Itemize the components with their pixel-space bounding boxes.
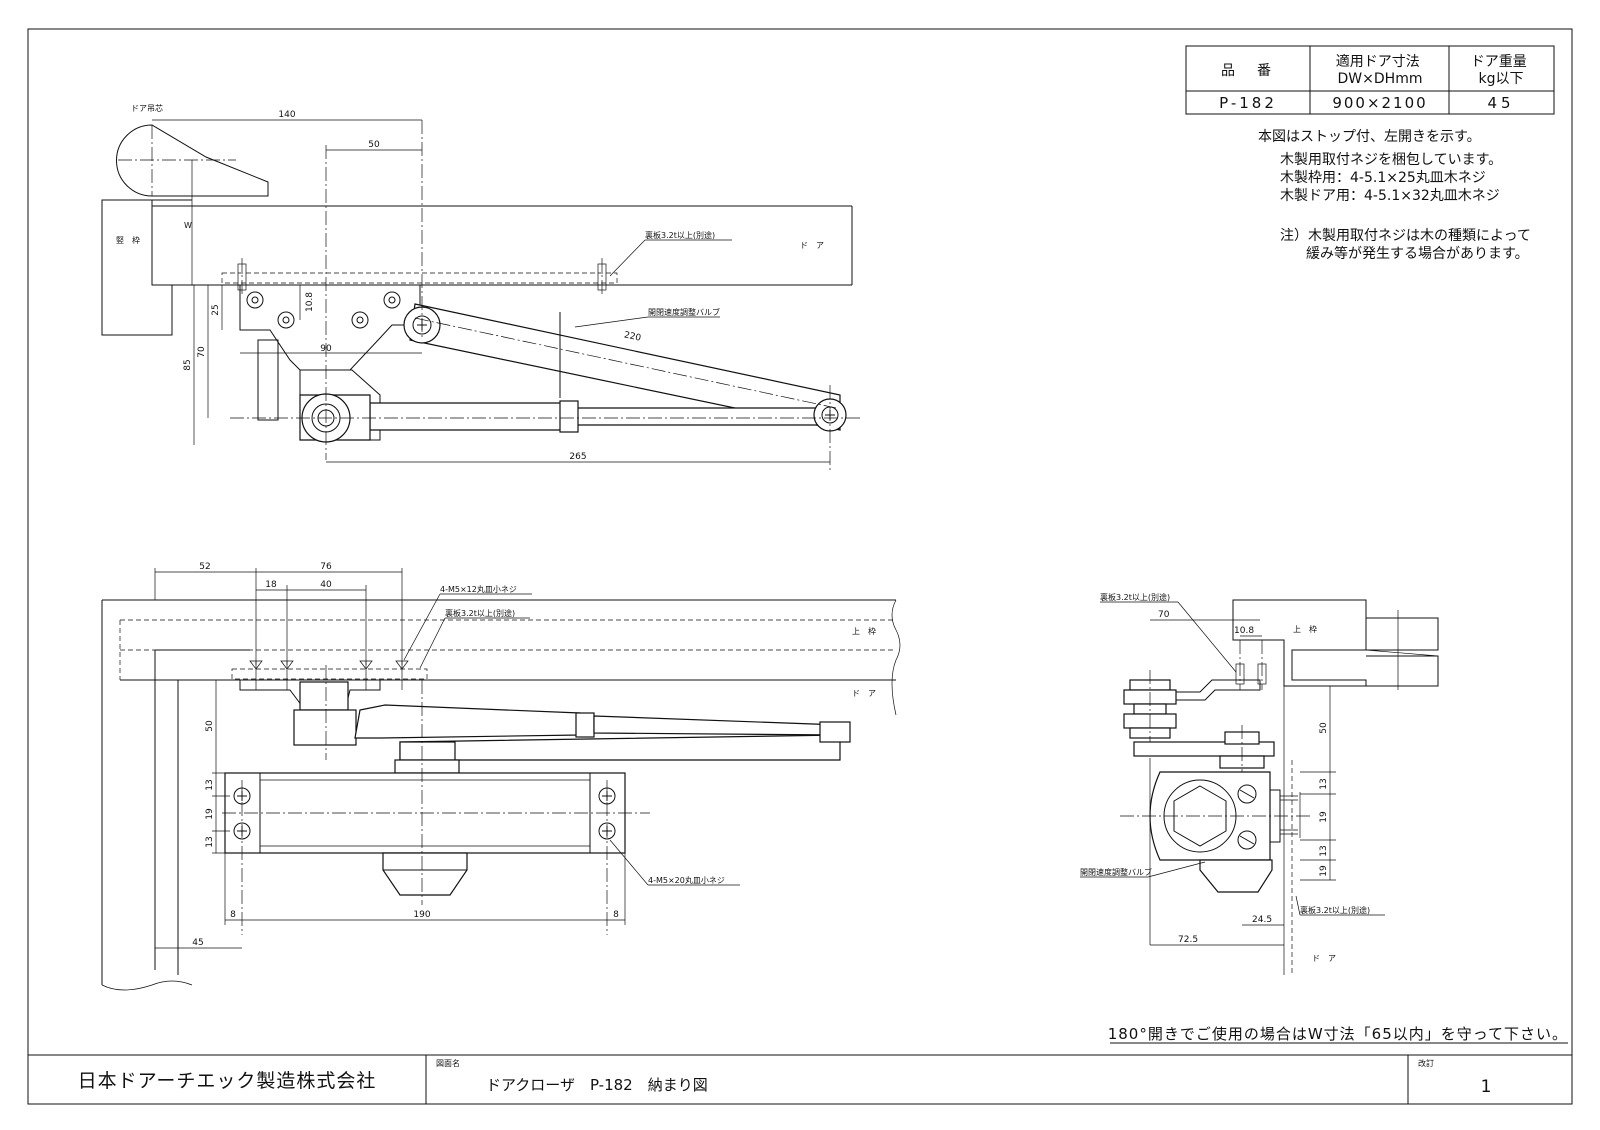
dim-10-8-side: 10.8: [1234, 626, 1254, 636]
spec-header-door-size-line1: 適用ドア寸法: [1336, 53, 1420, 70]
label-screw-m5x12: 4-M5×12丸皿小ネジ: [440, 584, 517, 594]
label-door-front: ド ア: [852, 689, 876, 698]
dim-25: 25: [211, 304, 221, 315]
label-door-top: ド ア: [800, 241, 824, 250]
note-line-3: 木製枠用：4-5.1×25丸皿木ネジ: [1280, 170, 1486, 186]
revision-label: 改訂: [1418, 1058, 1434, 1068]
label-w: W: [184, 221, 192, 230]
note-line-6: 緩み等が発生する場合があります。: [1306, 245, 1529, 262]
side-view: 70 10.8 上 枠 50 13 19 13 19 24.5 72.5 裏板3…: [1080, 592, 1439, 975]
company-name: 日本ドアーチエック製造株式会社: [78, 1070, 377, 1092]
drawing-border: [27, 28, 1573, 1105]
dim-45: 45: [192, 938, 203, 948]
note-line-1: 本図はストップ付、左開きを示す。: [1258, 129, 1481, 145]
spec-cell-door-weight: 45: [1487, 94, 1514, 112]
label-backing-front: 裏板3.2t以上(別途): [445, 608, 515, 618]
dim-52: 52: [199, 562, 210, 572]
notes: 本図はストップ付、左開きを示す。 木製用取付ネジを梱包しています。 木製枠用：4…: [1258, 129, 1531, 262]
spec-header-door-weight-line1: ドア重量: [1471, 54, 1527, 70]
spec-header-part: 品 番: [1221, 63, 1275, 79]
note-line-2: 木製用取付ネジを梱包しています。: [1280, 152, 1502, 168]
front-view: 52 76 18 40 50 13 19 13 8 190 8 45 上: [101, 562, 901, 991]
dim-265: 265: [569, 452, 586, 462]
spec-header-door-size: 適用ドア寸法 DW×DHmm: [1336, 53, 1424, 87]
dim-13-side-lower: 13: [1319, 845, 1329, 856]
dim-19-side-lower: 19: [1319, 865, 1329, 877]
label-top-frame-side: 上 枠: [1293, 624, 1317, 634]
label-door-hinge: ドア吊芯: [131, 103, 163, 113]
spec-table: 品 番 適用ドア寸法 DW×DHmm ドア重量 kg以下 P-182 900×2…: [1185, 45, 1555, 115]
dim-50-front: 50: [205, 720, 215, 732]
label-frame-vertical: 竪 枠: [116, 235, 140, 245]
spec-header-door-size-line2: DW×DHmm: [1338, 71, 1423, 87]
dim-8-left: 8: [230, 910, 236, 920]
dim-18: 18: [265, 580, 277, 590]
dim-10-8-top: 10.8: [305, 292, 315, 312]
label-top-frame-front: 上 枠: [852, 626, 876, 636]
dim-13-upper: 13: [205, 779, 215, 790]
dim-19-front: 19: [205, 808, 215, 820]
revision-number: 1: [1481, 1077, 1492, 1097]
title-block: 日本ドアーチエック製造株式会社 図面名 ドアクローザ P-182 納まり図 改訂…: [28, 1054, 1572, 1104]
spec-header-door-weight-line2: kg以下: [1479, 71, 1524, 87]
dim-13-side-upper: 13: [1319, 778, 1329, 789]
dim-70-side: 70: [1158, 610, 1170, 620]
dim-8-right: 8: [613, 910, 619, 920]
spec-cell-part: P-182: [1219, 94, 1277, 112]
dim-70-top: 70: [197, 346, 207, 358]
drawing-name-label: 図面名: [436, 1058, 460, 1068]
dim-72-5: 72.5: [1178, 935, 1198, 945]
dim-190: 190: [413, 910, 430, 920]
dim-76: 76: [320, 562, 332, 572]
dim-40: 40: [320, 580, 332, 590]
label-valve-side: 開閉速度調整バルブ: [1080, 867, 1152, 877]
dim-13-lower: 13: [205, 836, 215, 847]
note-line-4: 木製ドア用：4-5.1×32丸皿木ネジ: [1280, 188, 1500, 204]
footer-note: 180°開きでご使用の場合はW寸法「65以内」を守って下さい。: [1108, 1025, 1568, 1043]
label-screw-m5x20: 4-M5×20丸皿小ネジ: [648, 875, 725, 885]
dim-19-side-upper: 19: [1319, 811, 1329, 823]
dim-50-top: 50: [368, 140, 380, 150]
label-backing-side-top: 裏板3.2t以上(別途): [1100, 592, 1170, 602]
dim-24-5: 24.5: [1252, 915, 1272, 925]
label-backing-side-bottom: 裏板3.2t以上(別途): [1300, 905, 1370, 915]
dim-90: 90: [320, 344, 332, 354]
label-door-side: ド ア: [1312, 954, 1336, 963]
dim-85: 85: [183, 359, 193, 370]
label-valve-top-view: 開閉速度調整バルブ: [648, 307, 720, 317]
spec-header-door-weight: ドア重量 kg以下: [1471, 54, 1531, 87]
dim-50-side: 50: [1319, 722, 1329, 734]
label-backing-top-view: 裏板3.2t以上(別途): [645, 230, 715, 240]
drawing-name: ドアクローザ P-182 納まり図: [486, 1076, 708, 1094]
dim-220: 220: [623, 330, 642, 343]
note-line-5: 注）木製用取付ネジは木の種類によって: [1280, 228, 1531, 244]
spec-cell-door-size: 900×2100: [1332, 94, 1427, 112]
dim-140: 140: [278, 110, 295, 120]
top-view: 140 50 90 220 265 25 10.8 70 85 ドア吊芯 竪 枠…: [101, 103, 860, 470]
